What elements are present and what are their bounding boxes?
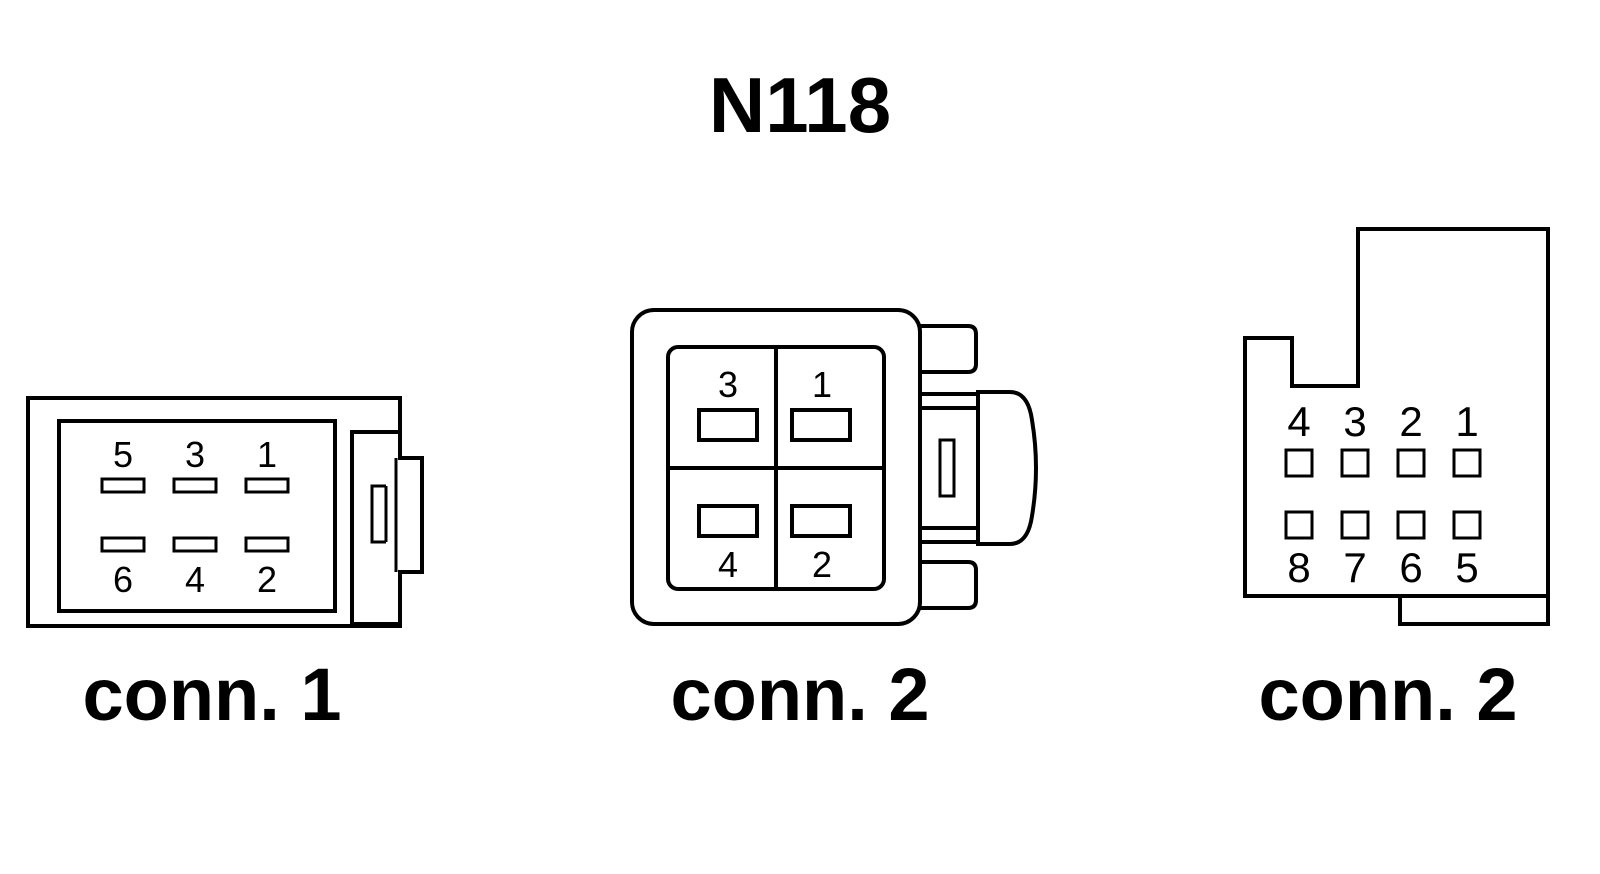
connector-2-stepped: 4 3 2 1 8 7 6 5 conn. 2: [1243, 227, 1550, 736]
pin-label: 3: [1343, 398, 1366, 445]
pin-cavity: [172, 536, 218, 553]
pin-cavity: [1340, 448, 1370, 478]
pin-cavity: [1452, 510, 1482, 540]
connector-2-latch: [920, 392, 978, 544]
pin-cavity: [1340, 510, 1370, 540]
pin-label: 5: [1455, 544, 1478, 591]
connector-2-square: 3 1 4 2 conn. 2: [630, 308, 1038, 736]
pin-label: 4: [718, 544, 738, 585]
pin-label: 1: [812, 364, 832, 405]
pin-label: 7: [1343, 544, 1366, 591]
pin-cavity: [100, 477, 146, 494]
connector-1-face: [57, 419, 337, 613]
connector-2b-housing: [1243, 227, 1550, 626]
connector-1: 5 3 1 6 4 2 conn. 1: [26, 396, 424, 736]
pin-label: 3: [718, 364, 738, 405]
pin-label: 1: [1455, 398, 1478, 445]
connector-2-rib-top: [920, 324, 978, 374]
connector-2-latch-knob: [976, 390, 1038, 546]
connector-2b-caption: conn. 2: [1258, 653, 1517, 736]
pin-cavity: [697, 504, 759, 538]
connector-1-lock-tab: [370, 458, 398, 572]
pin-cavity: [790, 504, 852, 538]
pin-cavity: [697, 408, 759, 442]
connector-1-caption: conn. 1: [82, 653, 341, 736]
connector-2-caption: conn. 2: [670, 653, 929, 736]
pin-cavity: [100, 536, 146, 553]
pin-label: 4: [185, 559, 205, 600]
pin-cavity: [244, 536, 290, 553]
pin-cavity: [1396, 448, 1426, 478]
connector-1-latch: [352, 430, 424, 626]
pin-cavity: [244, 477, 290, 494]
connector-2-latch-slot: [938, 438, 956, 498]
pin-label: 5: [113, 434, 133, 475]
connector-2-rib-bottom: [920, 560, 978, 610]
pin-label: 6: [113, 559, 133, 600]
pin-label: 3: [185, 434, 205, 475]
pin-label: 6: [1399, 544, 1422, 591]
pin-label: 2: [1399, 398, 1422, 445]
connector-1-housing: [26, 396, 402, 628]
pin-cavity: [790, 408, 852, 442]
diagram-title: N118: [709, 61, 891, 149]
pin-label: 2: [257, 559, 277, 600]
pin-cavity: [172, 477, 218, 494]
pin-label: 1: [257, 434, 277, 475]
pin-cavity: [1284, 510, 1314, 540]
pin-label: 8: [1287, 544, 1310, 591]
pin-label: 2: [812, 544, 832, 585]
pin-cavity: [1452, 448, 1482, 478]
pin-cavity: [1396, 510, 1426, 540]
pin-cavity: [1284, 448, 1314, 478]
pin-label: 4: [1287, 398, 1310, 445]
connector-2-housing: [630, 308, 922, 626]
